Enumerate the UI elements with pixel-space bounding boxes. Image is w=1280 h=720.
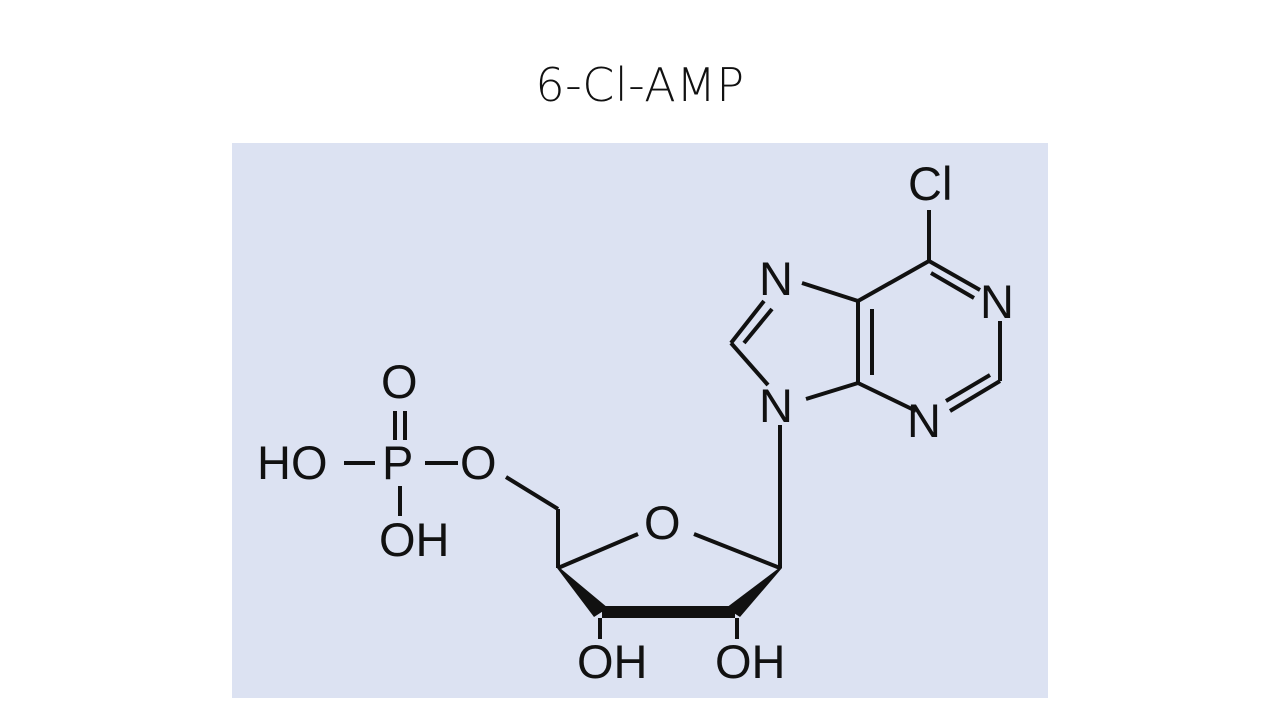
- atom-oh-2prime: OH: [715, 635, 786, 688]
- phosphate-bonds: [344, 411, 458, 516]
- atom-labels: Cl N N N N O HO P O OH O OH OH: [257, 157, 1014, 688]
- bond-c8-n7: [729, 299, 766, 345]
- bond-c8-n7-double: [742, 307, 774, 345]
- structure-panel: Cl N N N N O HO P O OH O OH OH: [232, 143, 1048, 698]
- bond-c6-c5: [857, 259, 930, 303]
- wedge-bond-c4prime-c3prime: [557, 568, 608, 617]
- bond-c2-n3-double: [944, 373, 992, 403]
- bond-c5-n7: [801, 281, 859, 303]
- atom-o5: O: [460, 436, 497, 489]
- bond-c5prime-o5: [504, 475, 560, 511]
- atom-n9: N: [759, 379, 793, 432]
- chemical-structure-diagram: Cl N N N N O HO P O OH O OH OH: [257, 157, 1014, 688]
- bond-c4-n9: [805, 381, 859, 401]
- atom-oh-3prime: OH: [577, 635, 648, 688]
- atom-n1: N: [980, 275, 1014, 328]
- atom-cl: Cl: [908, 157, 952, 210]
- atom-ho: HO: [257, 436, 328, 489]
- atom-n7: N: [759, 252, 793, 305]
- bond-c1prime-ring-o: [693, 532, 781, 570]
- bond-n9-c8: [729, 341, 770, 387]
- atom-n3: N: [907, 394, 941, 447]
- atom-ring-o: O: [644, 496, 681, 549]
- slide-title: 6-Cl-AMP: [535, 58, 745, 112]
- ribose-bonds: [504, 475, 782, 639]
- bold-bond-c2prime-c3prime: [602, 606, 735, 618]
- atom-p: P: [382, 436, 413, 489]
- purine-bonds: [729, 210, 1002, 568]
- bond-ring-o-c4prime: [557, 532, 639, 570]
- bond-c6-n1: [928, 259, 981, 292]
- atom-phosphate-o-double: O: [381, 355, 418, 408]
- bond-c6-n1-double: [929, 271, 976, 300]
- atom-phosphate-oh: OH: [379, 513, 450, 566]
- bond-n3-c4: [857, 381, 917, 413]
- wedge-bond-c1prime-c2prime: [726, 568, 782, 617]
- bond-c2-n3: [948, 379, 1002, 413]
